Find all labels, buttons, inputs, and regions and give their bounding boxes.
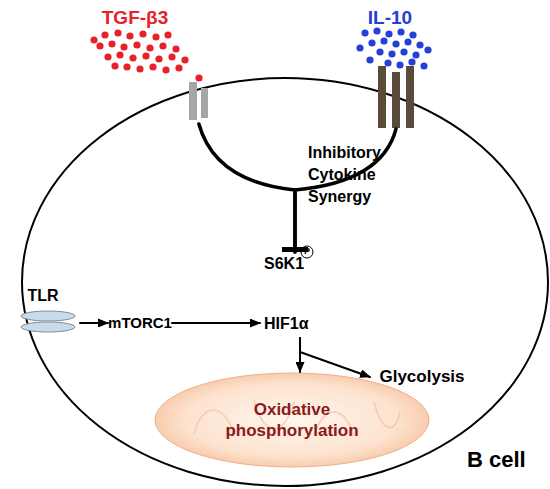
tgf-ligand-dots <box>90 29 202 81</box>
tgf-receptor <box>189 82 208 120</box>
cytokine-group: TGF-β3 <box>85 4 215 124</box>
cell-membrane: B cell TLR mTORC1 S6K1HIF1αGlycolysisOxidat… <box>21 77 549 487</box>
node-outline <box>154 372 430 468</box>
mito-outline <box>155 373 429 467</box>
cell-outline <box>22 78 548 486</box>
node-text: mTORC1 <box>108 314 172 332</box>
phospho-mark: P <box>302 246 312 257</box>
tlr-receptor <box>21 311 75 332</box>
annotation-text: Inhibitory Cytokine Synergy <box>308 142 400 208</box>
il10-receptor <box>378 66 414 128</box>
pathway-node: S6K1HIF1α <box>260 252 320 338</box>
il10-ligand-dots <box>356 27 431 69</box>
node-text: TGF-β3 <box>85 6 185 29</box>
arrow-line <box>172 322 260 324</box>
phospho-circle <box>301 246 313 258</box>
cytokine-group: IL-10 <box>350 4 440 129</box>
arrow-line <box>299 338 301 372</box>
mitochondrion: Oxidative phosphorylation <box>154 372 430 468</box>
node-text: IL-10 <box>350 6 430 29</box>
receptor-group: TLR <box>18 285 80 332</box>
arrow-line <box>80 322 108 324</box>
node-text: Glycolysis <box>370 367 474 387</box>
inhibition-line <box>199 124 295 252</box>
node-text: S6K1 <box>264 254 316 273</box>
arrow-line <box>300 338 370 377</box>
pathway-node: mTORC1 <box>108 311 172 335</box>
node-text: TLR <box>18 286 68 305</box>
node-text: Oxidative phosphorylation <box>207 399 377 441</box>
node-text: B cell <box>467 447 549 473</box>
node-text: HIF1α <box>264 314 316 333</box>
